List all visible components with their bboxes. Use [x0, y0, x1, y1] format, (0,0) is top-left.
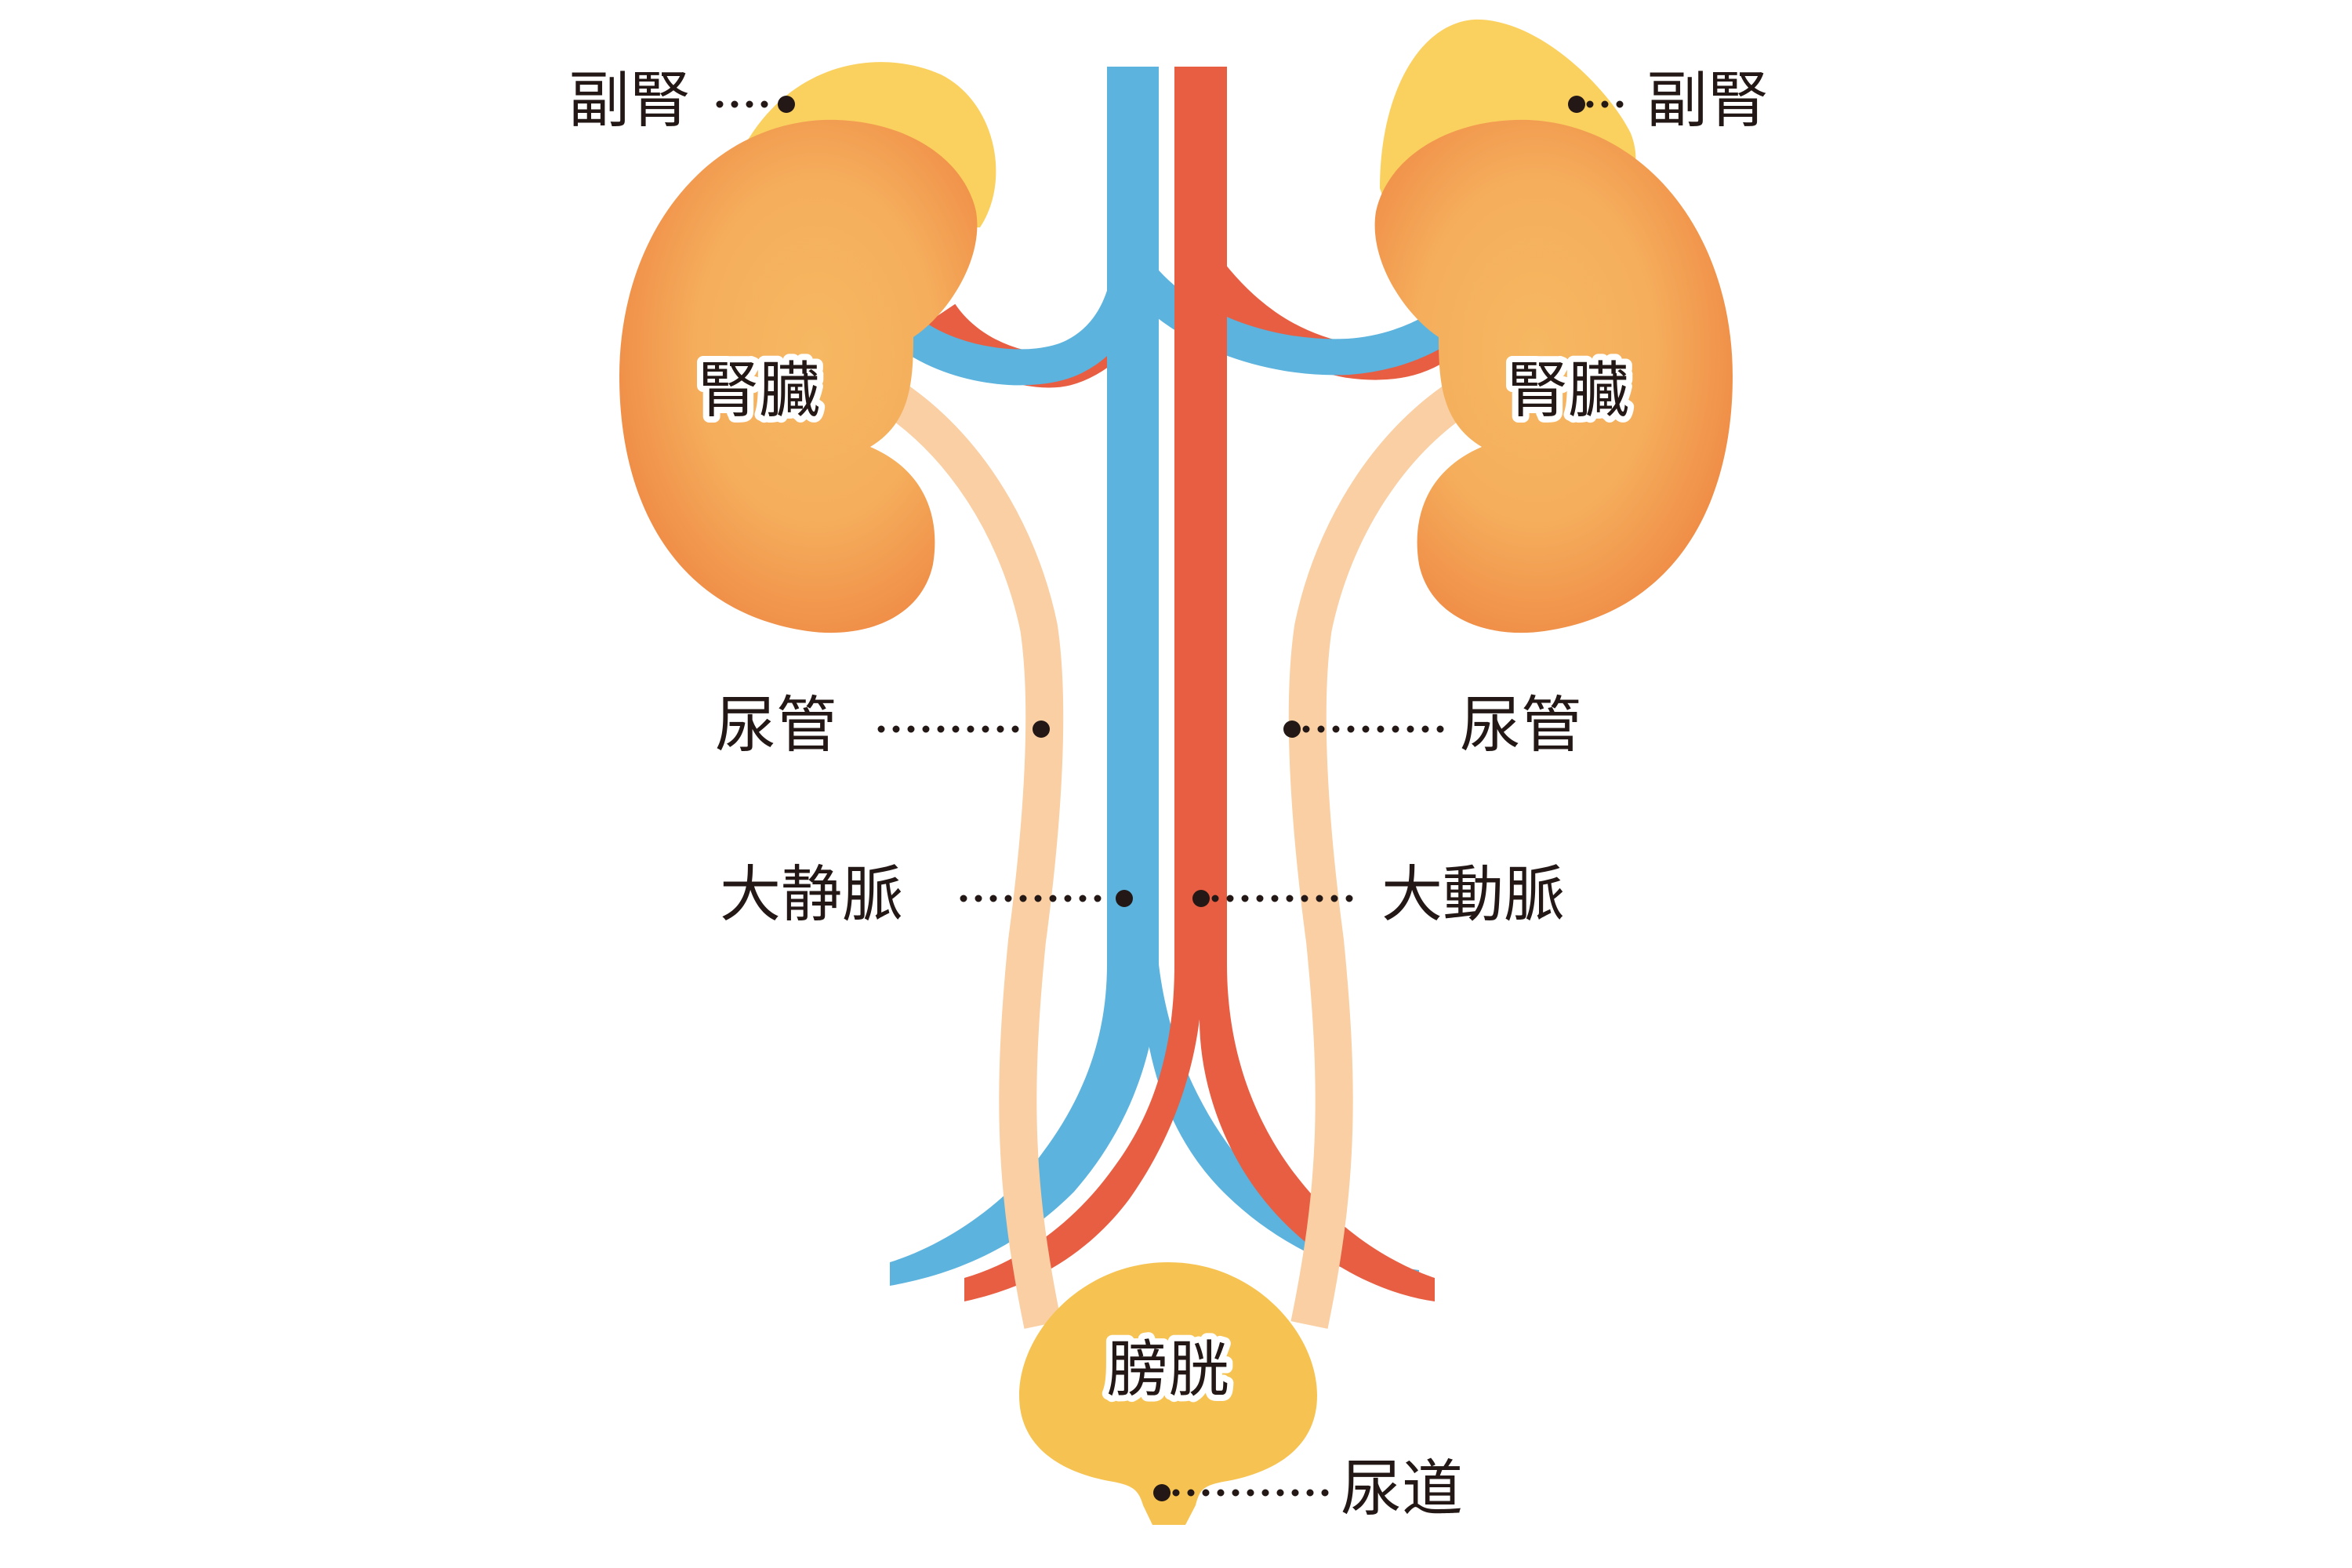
label-kidney-left: 腎臓 — [698, 355, 820, 426]
aorta — [964, 67, 1435, 1301]
label-urethra: 尿道 — [1341, 1454, 1463, 1524]
label-ureter-left: 尿管 — [715, 690, 837, 760]
label-kidney-right: 腎臓 — [1507, 355, 1629, 426]
leader-adrenal-left — [716, 96, 795, 113]
label-adrenal-left: 副腎 — [568, 65, 691, 136]
label-bladder: 膀胱 — [1107, 1334, 1229, 1405]
vena-cava-right-branch — [1145, 964, 1419, 1286]
leader-adrenal-right — [1568, 96, 1639, 113]
leader-ureter-right — [1283, 720, 1450, 738]
kidney-right — [1374, 119, 1733, 633]
ureter-left — [868, 372, 1064, 1329]
label-adrenal-right: 副腎 — [1646, 65, 1769, 136]
kidney-left — [619, 119, 978, 633]
bladder — [1019, 1262, 1317, 1525]
label-vena-cava: 大静脈 — [720, 859, 903, 930]
vena-cava — [890, 67, 1159, 1286]
leader-ureter-left — [877, 720, 1050, 738]
label-ureter-right: 尿管 — [1460, 690, 1582, 760]
leader-vena-cava — [960, 890, 1133, 907]
ureter-right — [1288, 372, 1484, 1329]
leader-aorta — [1192, 890, 1366, 907]
label-aorta: 大動脈 — [1381, 859, 1565, 930]
leader-urethra — [1153, 1484, 1333, 1501]
